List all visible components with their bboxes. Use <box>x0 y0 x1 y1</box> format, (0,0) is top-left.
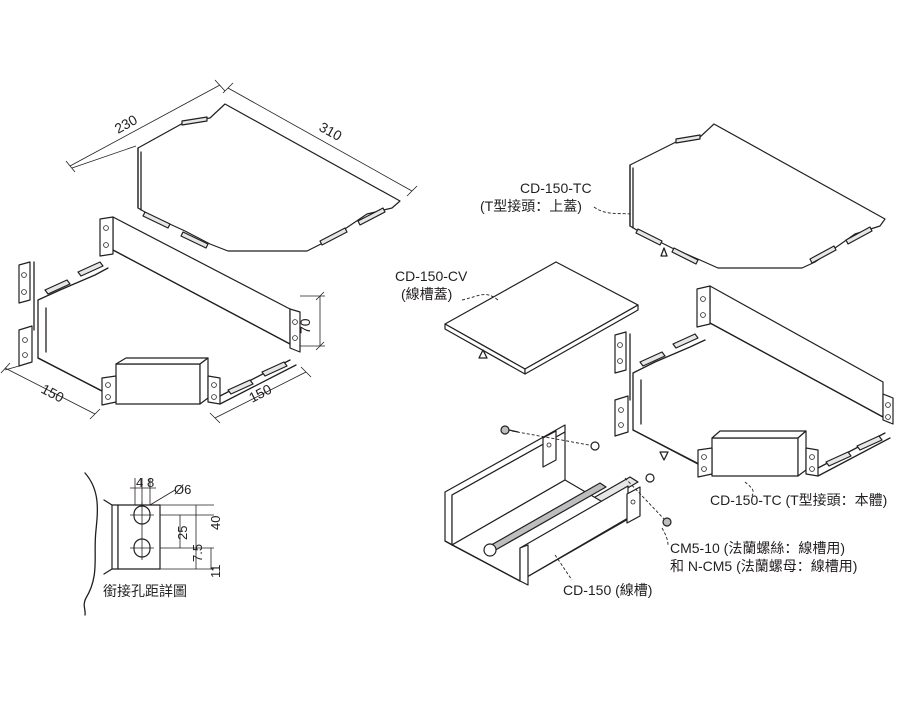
fasteners <box>500 425 672 527</box>
hole-detail: 4 8 Ø6 25 40 7.5 11 <box>83 472 223 616</box>
left-tc-cover <box>137 103 401 252</box>
dim-label-25: 25 <box>175 526 190 540</box>
label-tc-cover-desc: (T型接頭：上蓋) <box>480 198 582 214</box>
label-screw: CM5-10 (法蘭螺絲：線槽用) <box>670 540 846 556</box>
hole-detail-caption: 銜接孔距詳圖 <box>103 583 187 599</box>
cv-cover <box>444 261 639 375</box>
dim-label-150-left: 150 <box>39 381 67 406</box>
dim-label-4: 4 <box>136 475 143 490</box>
dim-label-8: 8 <box>147 475 154 490</box>
label-duct: CD-150 (線槽) <box>563 582 653 598</box>
right-tc-cover <box>629 123 886 269</box>
label-cv-code: CD-150-CV <box>395 268 468 284</box>
label-tc-body: CD-150-TC (T型接頭：本體) <box>710 492 888 508</box>
dim-70: 70 <box>297 291 325 351</box>
right-tc-body <box>614 285 894 478</box>
dim-label-40: 40 <box>208 516 223 530</box>
dim-150-left: 150 <box>0 362 101 420</box>
label-tc-cover-code: CD-150-TC <box>520 180 592 196</box>
duct-cd150 <box>444 424 639 586</box>
dim-label-70: 70 <box>297 318 313 334</box>
label-cv-desc: (線槽蓋) <box>401 286 453 302</box>
dim-label-dia6: Ø6 <box>174 482 191 497</box>
left-tc-body <box>18 216 301 406</box>
dim-label-7-5: 7.5 <box>190 544 205 562</box>
dim-label-11: 11 <box>208 565 223 579</box>
dim-label-230: 230 <box>112 111 140 136</box>
label-nut: 和 N-CM5 (法蘭螺母：線槽用) <box>670 558 858 574</box>
